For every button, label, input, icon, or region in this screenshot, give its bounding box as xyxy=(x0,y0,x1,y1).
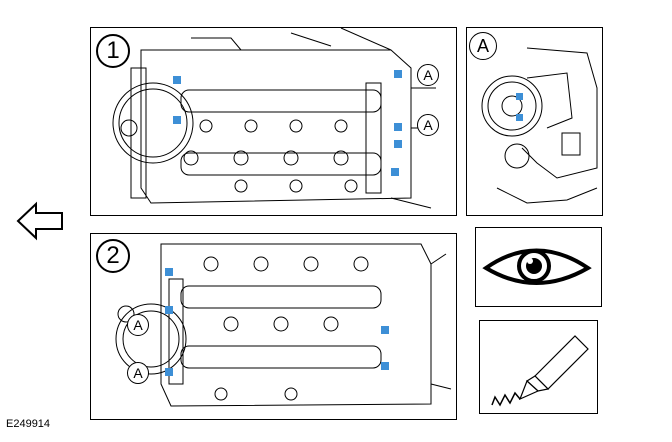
panel-sealant xyxy=(479,320,598,414)
step-number-2: 2 xyxy=(96,239,130,273)
panel-inspect xyxy=(475,227,602,307)
callout-a-lower: A xyxy=(417,114,439,136)
callout-a-lower-2: A xyxy=(127,362,149,384)
panel-detail-a: A xyxy=(466,27,603,216)
sealant-tube-icon xyxy=(491,335,589,407)
detail-label-a: A xyxy=(469,32,497,60)
step-number-1: 1 xyxy=(96,34,130,68)
engine-top-view-1 xyxy=(112,28,436,209)
eye-icon xyxy=(482,248,592,285)
panel-step-1: 1 A A xyxy=(90,27,457,216)
reference-number: E249914 xyxy=(6,418,51,430)
callout-a-upper-2: A xyxy=(127,314,149,336)
panel-step-2: 2 A A xyxy=(90,233,457,420)
callout-a-upper: A xyxy=(417,64,439,86)
detail-view-a xyxy=(481,47,598,204)
